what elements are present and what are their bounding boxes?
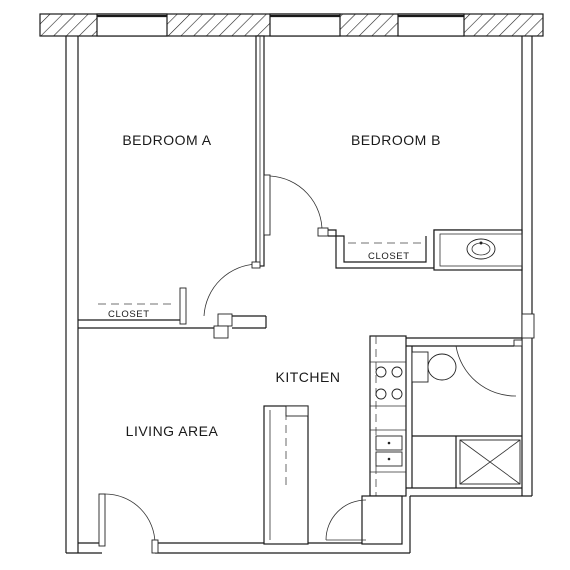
bedroom-a-door: [203, 261, 261, 317]
bedroom-b-door: [269, 175, 329, 237]
closet-b-label: CLOSET: [368, 251, 410, 262]
bedroom-a-label: BEDROOM A: [122, 132, 211, 148]
bathroom: [404, 313, 535, 496]
exterior-wall-top: [39, 13, 544, 37]
closet-a: CLOSET: [78, 287, 267, 339]
entry-door: [98, 493, 159, 554]
wall-bedroom-divider: [255, 35, 271, 267]
kitchen-counter: [369, 335, 407, 497]
kitchen-label: KITCHEN: [276, 369, 341, 385]
living-area-label: LIVING AREA: [126, 423, 219, 439]
sink-icon: [466, 238, 496, 260]
pantry-door: [325, 495, 403, 545]
range-icon: [375, 366, 403, 400]
kitchen-island: [263, 405, 309, 545]
toilet-icon: [427, 353, 457, 381]
bath-vanity: [433, 229, 523, 271]
kitchen-sink-icon: [375, 435, 403, 467]
bedroom-b-label: BEDROOM B: [351, 132, 441, 148]
closet-a-label: CLOSET: [108, 309, 150, 320]
toilet-tank-icon: [411, 351, 429, 383]
